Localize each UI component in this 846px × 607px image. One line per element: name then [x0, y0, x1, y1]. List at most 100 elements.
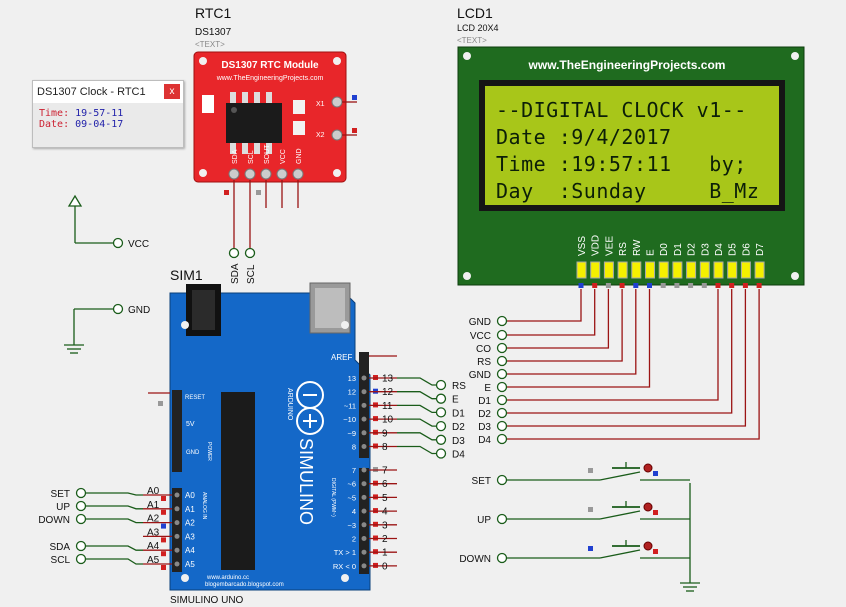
- lcd-pin-marker: [715, 283, 721, 288]
- push-button-up[interactable]: UP: [477, 501, 690, 526]
- board-reset: RESET: [185, 395, 205, 401]
- lcd-line-3: Time :19:57:11 by;: [496, 152, 747, 176]
- lcd-connector-label: GND: [469, 317, 491, 328]
- lcd-line-4: Day :Sunday B_Mz: [496, 179, 760, 203]
- board-digital-header-pin: [361, 402, 367, 408]
- gnd-label: GND: [128, 305, 150, 316]
- board-analog-net-wire: [86, 558, 143, 565]
- lcd-pin-label: VDD: [591, 235, 602, 256]
- lcd-wire: [507, 289, 760, 440]
- lcd-connector-label: VCC: [470, 331, 491, 342]
- board-digital-outer-label: 12: [382, 387, 394, 398]
- board-analog-net-terminal: [75, 500, 87, 512]
- lcd-display[interactable]: [457, 46, 805, 286]
- board-url1: www.arduino.cc: [206, 575, 249, 581]
- lcd-connector-terminal: [496, 342, 508, 354]
- lcd-connector-terminal: [496, 355, 508, 367]
- board-digital-inner-label: ~11: [344, 401, 356, 410]
- lcd-connector-terminal: [496, 420, 508, 432]
- lcd-pin-label: VSS: [577, 236, 588, 256]
- lcd-pin-label: E: [646, 249, 657, 256]
- board-digital-outer-label: 11: [382, 401, 393, 412]
- board-digital-header-pin: [361, 430, 367, 436]
- lcd-connector-label: D4: [478, 435, 491, 446]
- board-analog-outer-label: A3: [147, 527, 160, 538]
- lcd-connector-terminal: [496, 433, 508, 445]
- board-analog-header-pin: [174, 547, 180, 553]
- board-digital-inner-label: 12: [348, 388, 356, 397]
- board-digital-inner-label: ~9: [347, 429, 356, 438]
- board-net-terminal: [435, 393, 447, 404]
- board-net-label: D4: [452, 450, 465, 461]
- lcd-connector-terminal: [496, 394, 508, 406]
- lcd-connector-label: E: [484, 383, 491, 394]
- board-digital-inner-label: ~6: [347, 480, 356, 489]
- board-analog-net-wire: [86, 518, 143, 524]
- lcd-wire: [507, 289, 610, 349]
- rtc-pin-sout: SOUT: [264, 144, 271, 164]
- lcd-pin-marker: [729, 283, 735, 288]
- rtc-ref: RTC1: [195, 5, 232, 21]
- board-analog-net-label: SET: [51, 489, 70, 500]
- push-button-down[interactable]: DOWN: [459, 540, 690, 565]
- push-button-set[interactable]: SET: [472, 462, 690, 487]
- lcd-connector-label: GND: [469, 370, 491, 381]
- board-analog-pin-marker: [161, 496, 166, 501]
- lcd-pin-marker: [578, 283, 584, 288]
- lcd-pin-label: D4: [714, 243, 725, 256]
- lcd-pin-marker: [605, 283, 611, 288]
- lcd-part: LCD 20X4: [457, 23, 499, 33]
- lcd-pin-label: D5: [728, 243, 739, 256]
- lcd-pin: [617, 261, 628, 279]
- lcd-wire: [507, 289, 596, 336]
- arduino-board[interactable]: [169, 282, 371, 591]
- clock-window-title: DS1307 Clock - RTC1: [33, 81, 183, 103]
- lcd-connector-label: CO: [476, 344, 491, 355]
- close-icon[interactable]: x: [164, 84, 180, 99]
- rtc-pin-sda: SDA: [232, 149, 239, 164]
- board-digital-header-pin: [361, 522, 367, 528]
- vcc-label: VCC: [128, 239, 149, 250]
- lcd-header-url: www.TheEngineeringProjects.com: [528, 58, 726, 72]
- lcd-pin-label: VEE: [604, 236, 615, 256]
- lcd-pin: [699, 261, 710, 279]
- board-digital-inner-label: 7: [352, 466, 356, 475]
- board-analog-pin-marker: [161, 509, 166, 515]
- lcd-pin-label: D1: [673, 243, 684, 256]
- board-analog-net-label: DOWN: [38, 515, 70, 526]
- board-analog-inner-label: A4: [185, 546, 195, 555]
- board-ref: SIM1: [170, 267, 203, 283]
- board-digital-header-pin: [361, 467, 367, 473]
- time-label: Time:: [39, 108, 70, 119]
- board-net-terminal: [435, 379, 447, 391]
- lcd-pin: [713, 261, 724, 279]
- board-analog-net-terminal: [75, 553, 87, 565]
- board-digital-header-pin: [361, 416, 367, 422]
- board-digital-header-pin: [361, 444, 367, 449]
- board-digital-outer-label: 4: [382, 507, 388, 518]
- board-analog-net-terminal: [75, 487, 87, 499]
- clock-window[interactable]: DS1307 Clock - RTC1 x Time: 19-57-11 Dat…: [32, 80, 184, 148]
- board-analog-header-pin: [174, 561, 180, 567]
- lcd-wire: [507, 289, 582, 322]
- board-analog-net-terminal: [75, 540, 87, 552]
- board-net-terminal: [435, 407, 447, 418]
- push-buttons: SET UP DOWN: [459, 462, 690, 565]
- board-net-terminal: [435, 434, 447, 445]
- rtc-module[interactable]: DS1307 RTC Module www.TheEngineeringProj…: [193, 51, 347, 183]
- board-net-label: RS: [452, 381, 466, 392]
- board-digital-outer-label: 9: [382, 428, 388, 439]
- board-analog-header-pin: [174, 533, 180, 539]
- rtc-pin-gnd: GND: [296, 148, 303, 164]
- board-net-label: D3: [452, 436, 465, 447]
- board-digital-header-pin: [361, 481, 367, 487]
- lcd-connector-label: D2: [478, 409, 491, 420]
- lcd-wires: [507, 289, 760, 440]
- board-digital-header-pin: [361, 536, 367, 541]
- board-analog-net-terminal: [75, 513, 87, 525]
- board-digital-outer-label: 6: [382, 479, 388, 490]
